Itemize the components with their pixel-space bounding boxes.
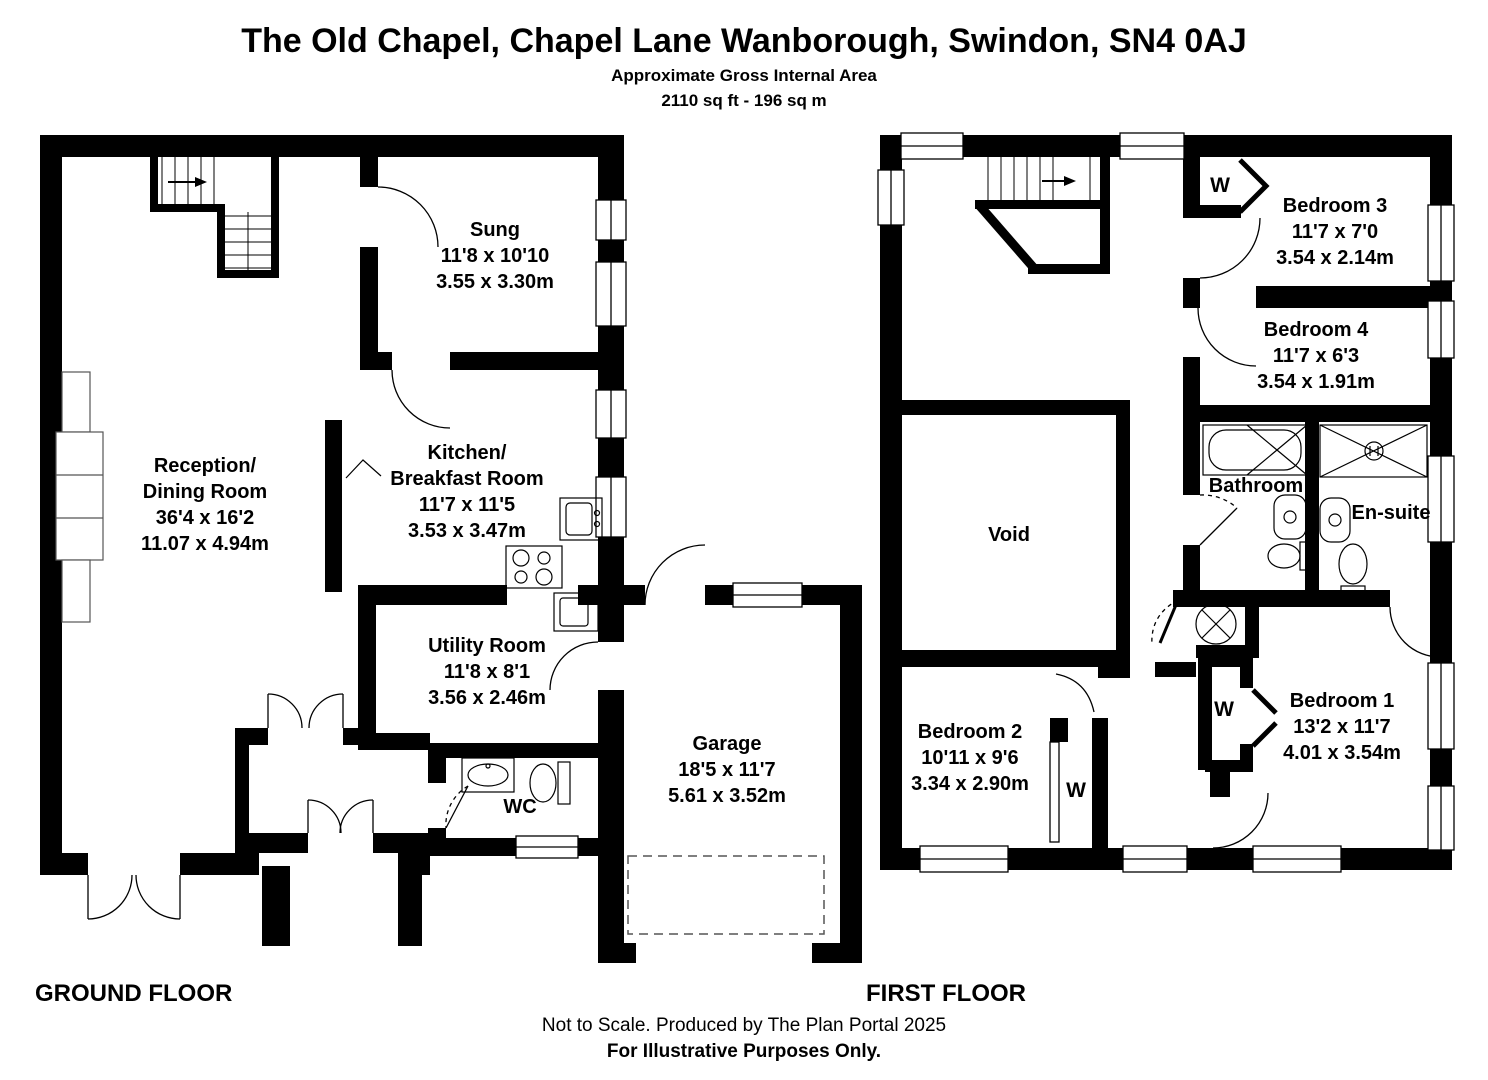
wc-sink-icon [461, 757, 515, 793]
stair-arrow-icon [1064, 176, 1076, 186]
room-label-garage: Garage 18'5 x 11'7 5.61 x 3.52m [668, 733, 786, 807]
hob-icon [505, 545, 563, 589]
room-label-sung: Sung 11'8 x 10'10 3.55 x 3.30m [436, 219, 554, 293]
room-label-utility: Utility Room 11'8 x 8'1 3.56 x 2.46m [428, 635, 546, 709]
wc-fixtures [461, 757, 571, 805]
room-label-reception: Reception/ Dining Room 36'4 x 16'2 11.07… [141, 455, 269, 555]
room-label-bathroom: Bathroom [1208, 475, 1304, 497]
room-label-bedroom4: Bedroom 4 11'7 x 6'3 3.54 x 1.91m [1257, 319, 1375, 393]
footer-disclaimer: Not to Scale. Produced by The Plan Porta… [541, 1015, 947, 1036]
footer-illustrative-note: For Illustrative Purposes Only. [606, 1041, 882, 1062]
bathroom-toilet-icon [1267, 543, 1301, 569]
wardrobe-label-bedroom3: W [1210, 174, 1230, 197]
stair-arrow-icon [195, 177, 207, 187]
room-label-void: Void [988, 524, 1030, 546]
room-label-wc: WC [503, 796, 537, 818]
wardrobe-label-bedroom1: W [1214, 698, 1234, 721]
ground-floor-plan [40, 135, 862, 963]
ground-floor-title: GROUND FLOOR [35, 980, 233, 1007]
room-label-bedroom3: Bedroom 3 11'7 x 7'0 3.54 x 2.14m [1276, 195, 1394, 269]
toilet-icon [557, 761, 571, 805]
ground-floor-stairs [161, 157, 271, 270]
room-label-kitchen: Kitchen/ Breakfast Room 11'7 x 11'5 3.53… [390, 442, 544, 542]
gross-internal-area: 2110 sq ft - 196 sq m [661, 91, 827, 110]
ground-floor-doors [87, 186, 706, 920]
wardrobe-label-bedroom2: W [1066, 779, 1086, 802]
kitchen-sink-icon [559, 497, 603, 541]
room-label-ensuite: En-suite [1351, 502, 1431, 524]
first-floor-title: FIRST FLOOR [866, 980, 1026, 1007]
page-title: The Old Chapel, Chapel Lane Wanborough, … [241, 22, 1247, 60]
stair-banister-wall [975, 202, 1037, 270]
room-label-bedroom1: Bedroom 1 13'2 x 11'7 4.01 x 3.54m [1283, 690, 1401, 764]
extractor-icon [1195, 603, 1237, 645]
shower-icon [1319, 424, 1428, 478]
bath-icon [1202, 424, 1308, 476]
ensuite-toilet-icon [1338, 543, 1368, 585]
ensuite-fixtures [1319, 424, 1428, 597]
garage-door-outline [627, 855, 825, 935]
closet-door-panel [1049, 741, 1060, 843]
first-floor-doors [1055, 158, 1441, 849]
bathroom-fixtures [1202, 424, 1311, 571]
bathroom-sink-icon [1273, 494, 1307, 540]
kitchen-fixtures [345, 459, 603, 632]
first-floor-windows [877, 132, 1455, 873]
utility-sink-icon [553, 592, 599, 632]
first-floor-stairs [987, 157, 1091, 200]
ground-floor-walls [40, 135, 862, 963]
room-label-bedroom2: Bedroom 2 10'11 x 9'6 3.34 x 2.90m [911, 721, 1029, 795]
ground-floor-windows [515, 199, 803, 859]
ensuite-sink-icon [1319, 497, 1351, 543]
first-floor-plan [877, 132, 1455, 873]
page-subtitle: Approximate Gross Internal Area [611, 66, 877, 85]
fireplace-unit [55, 371, 104, 623]
